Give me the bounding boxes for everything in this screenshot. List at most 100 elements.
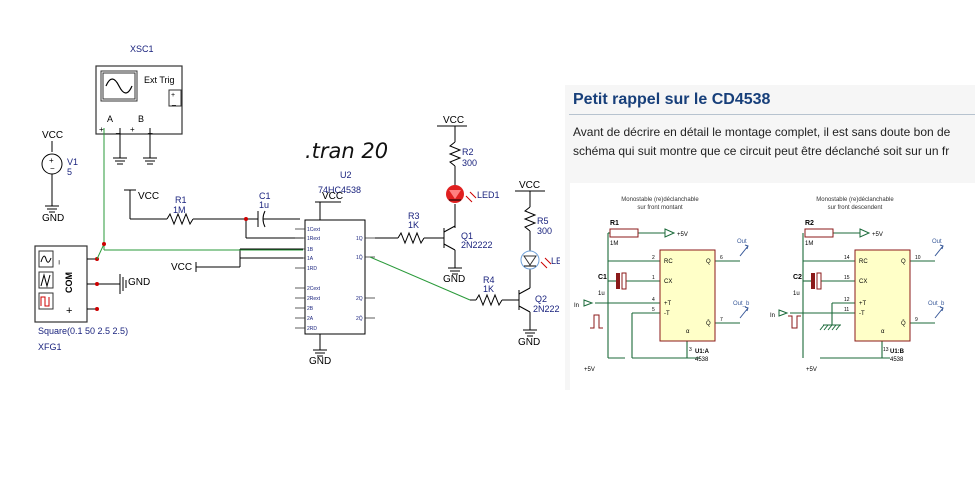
- svg-text:1A: 1A: [307, 256, 314, 262]
- left-c1-value: 1u: [598, 291, 605, 297]
- tran-directive: .tran 20: [305, 139, 389, 163]
- svg-text:1B: 1B: [307, 247, 314, 253]
- right-r2-value: 1M: [805, 241, 813, 247]
- svg-text:−: −: [54, 260, 64, 265]
- u1a-part: 4538: [695, 357, 709, 363]
- ic-u1b-4538: [854, 249, 911, 342]
- q2-vcc-label: VCC: [519, 180, 540, 191]
- scope-trig-label: Ext Trig: [144, 75, 175, 85]
- left-plus5-top: +5V: [677, 232, 688, 238]
- fg-gnd-label: GND: [128, 277, 150, 288]
- svg-text:10: 10: [915, 255, 921, 261]
- right-r2: [804, 228, 834, 238]
- q1-name: Q1: [461, 231, 473, 241]
- triangle-wave-icon: [40, 273, 51, 288]
- right-r2-name: R2: [805, 220, 814, 227]
- svg-text:2: 2: [652, 255, 655, 261]
- resistor-r5[interactable]: [523, 206, 537, 232]
- r2-name: R2: [462, 147, 474, 157]
- right-c2-name: C2: [793, 274, 802, 281]
- svg-text:+: +: [171, 92, 175, 99]
- svg-text:6: 6: [720, 255, 723, 261]
- svg-text:α: α: [686, 329, 690, 335]
- u1b-part: 4538: [890, 357, 904, 363]
- right-caption-2: sur front descendent: [828, 205, 883, 211]
- svg-text:Q̄: Q̄: [901, 320, 906, 327]
- svg-text:Q̄: Q̄: [706, 320, 711, 327]
- r3-value: 1K: [408, 220, 419, 230]
- svg-text:2Rext: 2Rext: [307, 296, 321, 302]
- u2-right-pins: 1Q 1Q̄ 2Q 2Q̄: [356, 236, 363, 322]
- svg-text:9: 9: [915, 317, 918, 323]
- left-in-label: In: [574, 303, 579, 309]
- svg-text:1Q: 1Q: [356, 236, 363, 242]
- svg-text:5: 5: [652, 307, 655, 313]
- svg-text:2A: 2A: [307, 316, 314, 322]
- function-generator[interactable]: − COM +: [34, 245, 88, 323]
- monostable-figure: Monostable (re)déclanchable sur front mo…: [570, 183, 975, 390]
- right-out-label: Out: [932, 239, 942, 245]
- fg-settings: Square(0.1 50 2.5 2.5): [38, 326, 128, 336]
- svg-text:1Q̄: 1Q̄: [356, 254, 363, 261]
- fg-name: XFG1: [38, 342, 62, 352]
- square-wave-icon: [40, 296, 50, 307]
- resistor-r3[interactable]: [397, 231, 425, 245]
- svg-text:11: 11: [844, 307, 849, 313]
- v1-value: 5: [67, 167, 72, 177]
- right-c2-value: 1u: [793, 291, 800, 297]
- svg-text:13: 13: [883, 347, 889, 353]
- svg-text:CX: CX: [859, 279, 867, 285]
- r4-name: R4: [483, 275, 495, 285]
- left-outb-label: Out_b: [733, 301, 750, 307]
- r5-value: 300: [537, 226, 552, 236]
- svg-text:+: +: [130, 125, 135, 134]
- svg-text:3: 3: [689, 347, 692, 353]
- svg-text:12: 12: [844, 297, 850, 303]
- r4-value: 1K: [483, 284, 494, 294]
- led2-label: LED2: [551, 256, 560, 266]
- c1-value: 1u: [259, 200, 269, 210]
- u1a-label: U1:A: [695, 349, 710, 355]
- v1-vcc-label: VCC: [42, 130, 63, 141]
- svg-text:-T: -T: [664, 311, 670, 317]
- rd-vcc-label: VCC: [171, 262, 192, 273]
- svg-text:15: 15: [844, 275, 850, 281]
- right-c2: [816, 272, 822, 290]
- left-c1: [621, 272, 627, 290]
- svg-text:_: _: [171, 99, 176, 106]
- u2-name: U2: [340, 170, 352, 180]
- ic-u2-74hc4538[interactable]: [304, 219, 366, 335]
- left-r1-value: 1M: [610, 241, 618, 247]
- q2-name: Q2: [535, 294, 547, 304]
- resistor-r2[interactable]: [448, 141, 462, 167]
- v1-name: V1: [67, 157, 78, 167]
- q2-part: 2N2222: [533, 304, 560, 314]
- resistor-r4[interactable]: [475, 293, 503, 307]
- u2-part: 74HC4538: [318, 185, 361, 195]
- svg-text:+T: +T: [664, 301, 672, 307]
- resistor-r1[interactable]: [166, 212, 194, 226]
- svg-text:1RD: 1RD: [307, 266, 317, 272]
- scope-label: XSC1: [130, 44, 154, 54]
- left-plus5-bottom: +5V: [584, 367, 595, 373]
- sine-wave-icon: [40, 255, 52, 263]
- svg-text:2B: 2B: [307, 306, 314, 312]
- svg-text:2Q: 2Q: [356, 296, 363, 302]
- q1-gnd-label: GND: [443, 274, 465, 285]
- q1-vcc-label: VCC: [443, 115, 464, 126]
- svg-text:RC: RC: [664, 259, 673, 265]
- svg-text:+: +: [66, 305, 72, 317]
- oscilloscope[interactable]: Ext Trig + _ A B +_ +_: [95, 65, 183, 135]
- svg-text:CX: CX: [664, 279, 672, 285]
- u2-gnd-label: GND: [309, 356, 331, 367]
- title-divider: [569, 114, 975, 115]
- r1-name: R1: [175, 195, 187, 205]
- r2-value: 300: [462, 158, 477, 168]
- svg-text:14: 14: [844, 255, 850, 261]
- cd4538-reminder-panel: Petit rappel sur le CD4538 Avant de décr…: [565, 85, 975, 390]
- q1-part: 2N2222: [461, 240, 493, 250]
- q2-gnd-label: GND: [518, 337, 540, 348]
- right-caption-1: Monostable (re)déclanchable: [816, 197, 894, 203]
- left-out-label: Out: [737, 239, 747, 245]
- svg-text:+: +: [49, 156, 54, 165]
